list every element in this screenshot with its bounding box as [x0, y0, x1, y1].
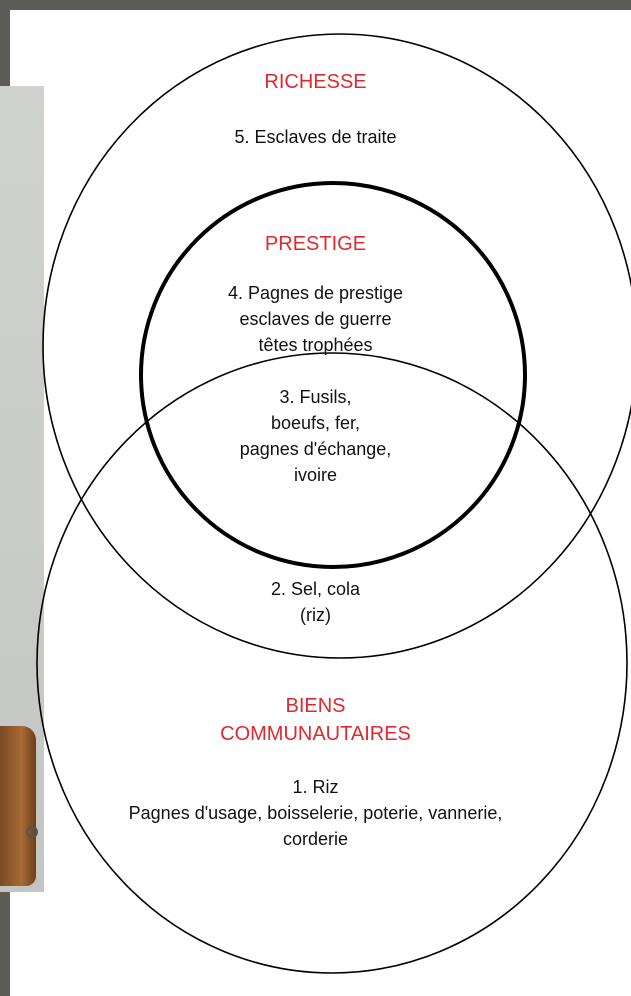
- wood-carving-photo: [0, 86, 44, 892]
- carved-figure-image: [0, 726, 36, 886]
- biens-communautaires-circle: [36, 352, 628, 974]
- slide-panel: [10, 10, 631, 996]
- metal-ring-image: [26, 826, 38, 838]
- richesse-circle: [42, 33, 631, 659]
- prestige-circle: [139, 181, 527, 569]
